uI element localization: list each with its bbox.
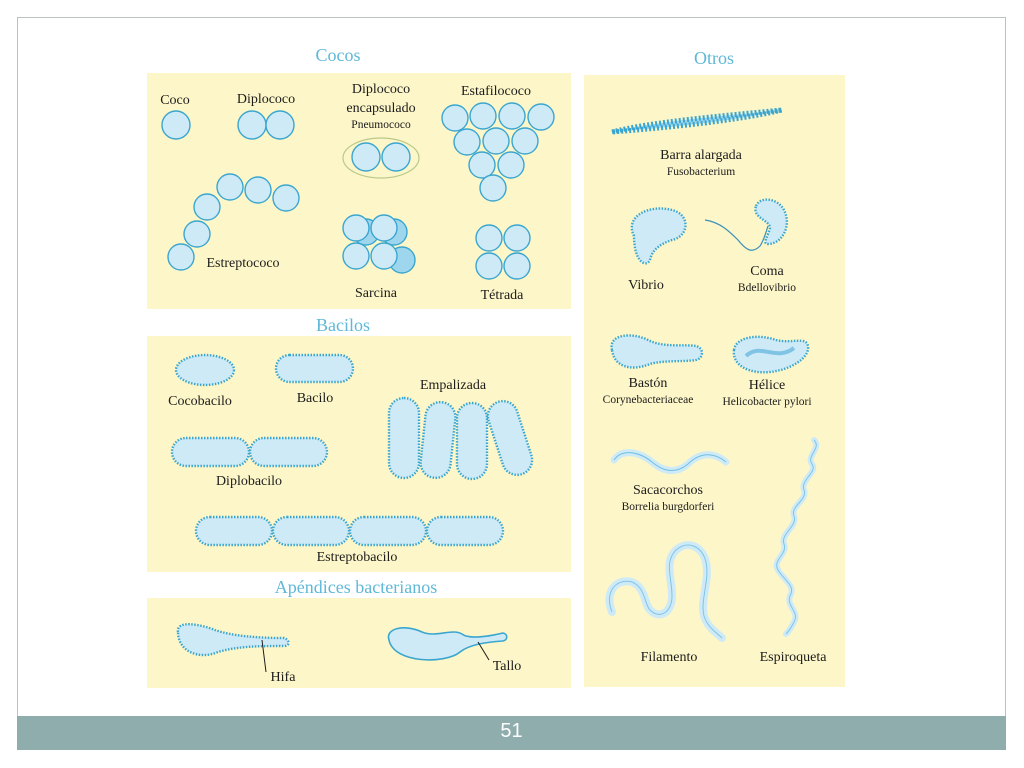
label-borrelia: Borrelia burgdorferi bbox=[622, 501, 715, 513]
coma-flagellum bbox=[704, 219, 769, 251]
estreptococo-cell bbox=[244, 176, 272, 204]
label-fusobacterium: Fusobacterium bbox=[667, 166, 735, 178]
estafilococo-cell bbox=[479, 174, 507, 202]
label-corynebacteriaceae: Corynebacteriaceae bbox=[603, 394, 694, 406]
fusobacterium-cell bbox=[611, 107, 783, 135]
label-helice: Hélice bbox=[749, 378, 786, 393]
label-sarcina: Sarcina bbox=[355, 286, 398, 301]
diplobacilo-cell bbox=[170, 436, 251, 468]
label-espiroqueta: Espiroqueta bbox=[760, 650, 828, 665]
estreptococo-cell bbox=[167, 243, 195, 271]
label-coco: Coco bbox=[160, 93, 190, 108]
label-sacacorchos: Sacacorchos bbox=[633, 483, 703, 498]
tetrada-cell bbox=[503, 224, 531, 252]
helicobacter-helix bbox=[744, 346, 796, 358]
estreptobacilo-cell bbox=[271, 515, 351, 547]
tallo-cell bbox=[387, 627, 508, 661]
section-title-otros: Otros bbox=[694, 48, 734, 68]
empalizada-cell bbox=[387, 396, 421, 480]
estreptococo-cell bbox=[183, 220, 211, 248]
label-tallo: Tallo bbox=[493, 659, 522, 674]
capsule bbox=[342, 137, 420, 179]
estreptococo-cell bbox=[193, 193, 221, 221]
sarcina-cell bbox=[370, 242, 398, 270]
label-hifa: Hifa bbox=[271, 670, 297, 685]
borrelia-outline bbox=[613, 452, 727, 471]
tetrada-cell bbox=[503, 252, 531, 280]
label-estafilococo: Estafilococo bbox=[461, 84, 531, 99]
label-helicobacter: Helicobacter pylori bbox=[722, 396, 811, 408]
coco-cell bbox=[161, 110, 191, 140]
bacilo-cell bbox=[274, 353, 355, 384]
section-title-bacilos: Bacilos bbox=[316, 315, 370, 335]
pneumococo-cell bbox=[381, 142, 411, 172]
vibrio-cell bbox=[630, 207, 687, 265]
label-tetrada: Tétrada bbox=[481, 288, 525, 303]
label-empalizada: Empalizada bbox=[420, 378, 487, 393]
diplobacilo-cell bbox=[248, 436, 329, 468]
label-diplococo-encapsulado-1: Diplococo bbox=[352, 82, 410, 97]
label-barra-alargada: Barra alargada bbox=[660, 148, 743, 163]
cocobacilo-cell bbox=[174, 353, 236, 387]
label-baston: Bastón bbox=[629, 376, 668, 391]
label-filamento: Filamento bbox=[641, 650, 698, 665]
corynebacteriaceae-cell bbox=[610, 334, 704, 369]
hifa-pointer bbox=[261, 639, 267, 673]
estafilococo-cell bbox=[482, 127, 510, 155]
tetrada-cell bbox=[475, 252, 503, 280]
section-title-cocos: Cocos bbox=[316, 45, 361, 65]
slide-footer: 51 bbox=[17, 716, 1006, 750]
estafilococo-cell bbox=[453, 128, 481, 156]
label-vibrio: Vibrio bbox=[628, 278, 664, 293]
estreptococo-cell bbox=[216, 173, 244, 201]
estreptobacilo-cell bbox=[348, 515, 428, 547]
sarcina-cell bbox=[342, 214, 370, 242]
estreptococo-cell bbox=[272, 184, 300, 212]
estafilococo-cell bbox=[441, 104, 469, 132]
estreptobacilo-cell bbox=[194, 515, 274, 547]
section-title-apendices: Apéndices bacterianos bbox=[275, 577, 437, 597]
estafilococo-cell bbox=[468, 151, 496, 179]
empalizada-cell bbox=[455, 401, 489, 481]
empalizada-cell bbox=[419, 400, 457, 480]
estafilococo-cell bbox=[511, 127, 539, 155]
estafilococo-cell bbox=[498, 102, 526, 130]
tetrada-cell bbox=[475, 224, 503, 252]
helicobacter-cell bbox=[732, 335, 810, 374]
hifa-cell bbox=[176, 623, 290, 657]
bdellovibrio-cell bbox=[754, 198, 789, 246]
sarcina-cell bbox=[370, 214, 398, 242]
diplococo-cell bbox=[237, 110, 267, 140]
diplococo-cell bbox=[265, 110, 295, 140]
sarcina-cell bbox=[342, 242, 370, 270]
label-coma: Coma bbox=[750, 264, 784, 279]
label-diplococo-encapsulado-2: encapsulado bbox=[346, 101, 415, 116]
label-estreptobacilo: Estreptobacilo bbox=[317, 550, 398, 565]
label-bacilo: Bacilo bbox=[297, 391, 334, 406]
label-diplococo: Diplococo bbox=[237, 92, 295, 107]
label-diplobacilo: Diplobacilo bbox=[216, 474, 282, 489]
filamento-outline bbox=[609, 544, 723, 639]
tallo-pointer bbox=[477, 641, 490, 661]
label-estreptococo: Estreptococo bbox=[206, 256, 279, 271]
estafilococo-cell bbox=[469, 102, 497, 130]
estafilococo-cell bbox=[527, 103, 555, 131]
label-cocobacilo: Cocobacilo bbox=[168, 394, 232, 409]
espiroqueta-outline bbox=[776, 439, 817, 635]
estafilococo-cell bbox=[497, 151, 525, 179]
estreptobacilo-cell bbox=[425, 515, 505, 547]
pneumococo-cell bbox=[351, 142, 381, 172]
empalizada-cell bbox=[486, 399, 534, 477]
label-bdellovibrio: Bdellovibrio bbox=[738, 282, 796, 294]
label-pneumococo: Pneumococo bbox=[351, 119, 411, 131]
page-number: 51 bbox=[500, 720, 523, 742]
